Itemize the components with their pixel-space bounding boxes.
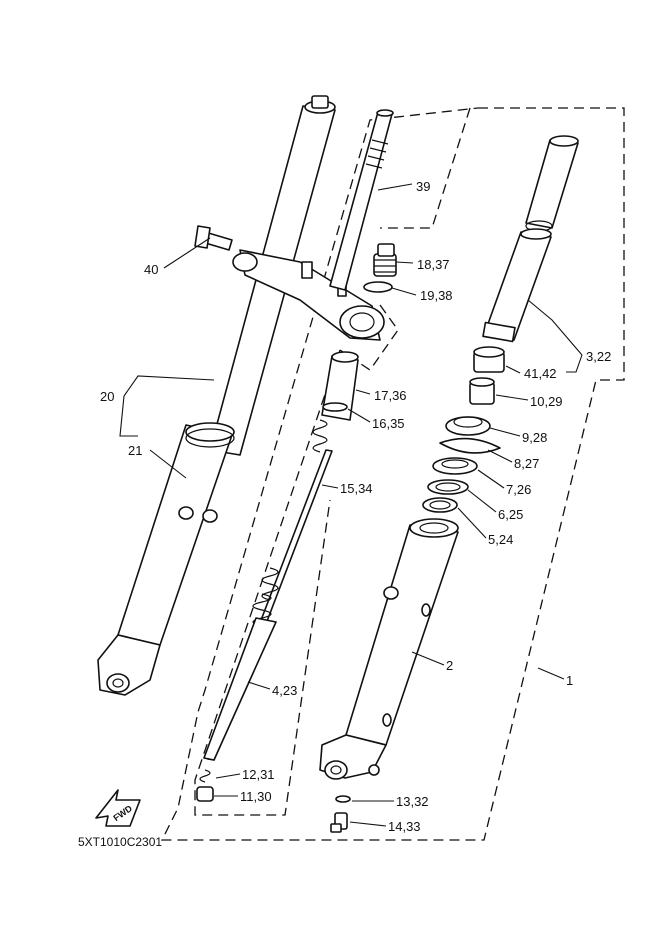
callout-16-35: 16,35 (372, 416, 405, 431)
callout-2: 2 (446, 658, 453, 673)
callout-15-34: 15,34 (340, 481, 373, 496)
callout-11-30: 11,30 (240, 789, 272, 804)
seal-stack (422, 346, 505, 513)
inner-tube (482, 135, 579, 343)
callout-14-33: 14,33 (388, 819, 421, 834)
cap-bolt (373, 243, 397, 277)
callout-3-22: 3,22 (586, 349, 611, 364)
diagram-code: 5XT1010C2301 (78, 835, 162, 849)
gasket (335, 795, 351, 803)
drain-bolt (330, 812, 348, 833)
outer-tube (319, 518, 459, 780)
o-ring (363, 281, 393, 293)
callout-19-38: 19,38 (420, 288, 453, 303)
spring-damper-rod (196, 419, 333, 802)
callout-8-27: 8,27 (514, 456, 539, 471)
pinch-bolt (194, 225, 233, 251)
assembly-boundary-inner (380, 107, 471, 229)
leader-lines (119, 183, 583, 827)
callout-7-26: 7,26 (506, 482, 531, 497)
callout-21: 21 (128, 443, 142, 458)
washer (322, 402, 348, 412)
callout-9-28: 9,28 (522, 430, 547, 445)
callout-12-31: 12,31 (242, 767, 275, 782)
callout-4-23: 4,23 (272, 683, 297, 698)
callout-17-36: 17,36 (374, 388, 407, 403)
callout-40: 40 (144, 262, 158, 277)
left-fork-assembly (97, 95, 385, 696)
callout-10-29: 10,29 (530, 394, 563, 409)
callout-6-25: 6,25 (498, 507, 523, 522)
callout-1: 1 (566, 673, 573, 688)
assembly-boundary-left (194, 349, 341, 816)
assembly-boundary-right (160, 107, 625, 841)
steering-stem (329, 109, 394, 291)
callout-41-42: 41,42 (524, 366, 557, 381)
callout-39: 39 (416, 179, 430, 194)
callout-20: 20 (100, 389, 114, 404)
callout-13-32: 13,32 (396, 794, 429, 809)
fwd-arrow-icon: FWD (95, 789, 141, 827)
callout-5-24: 5,24 (488, 532, 513, 547)
callout-18-37: 18,37 (417, 257, 450, 272)
